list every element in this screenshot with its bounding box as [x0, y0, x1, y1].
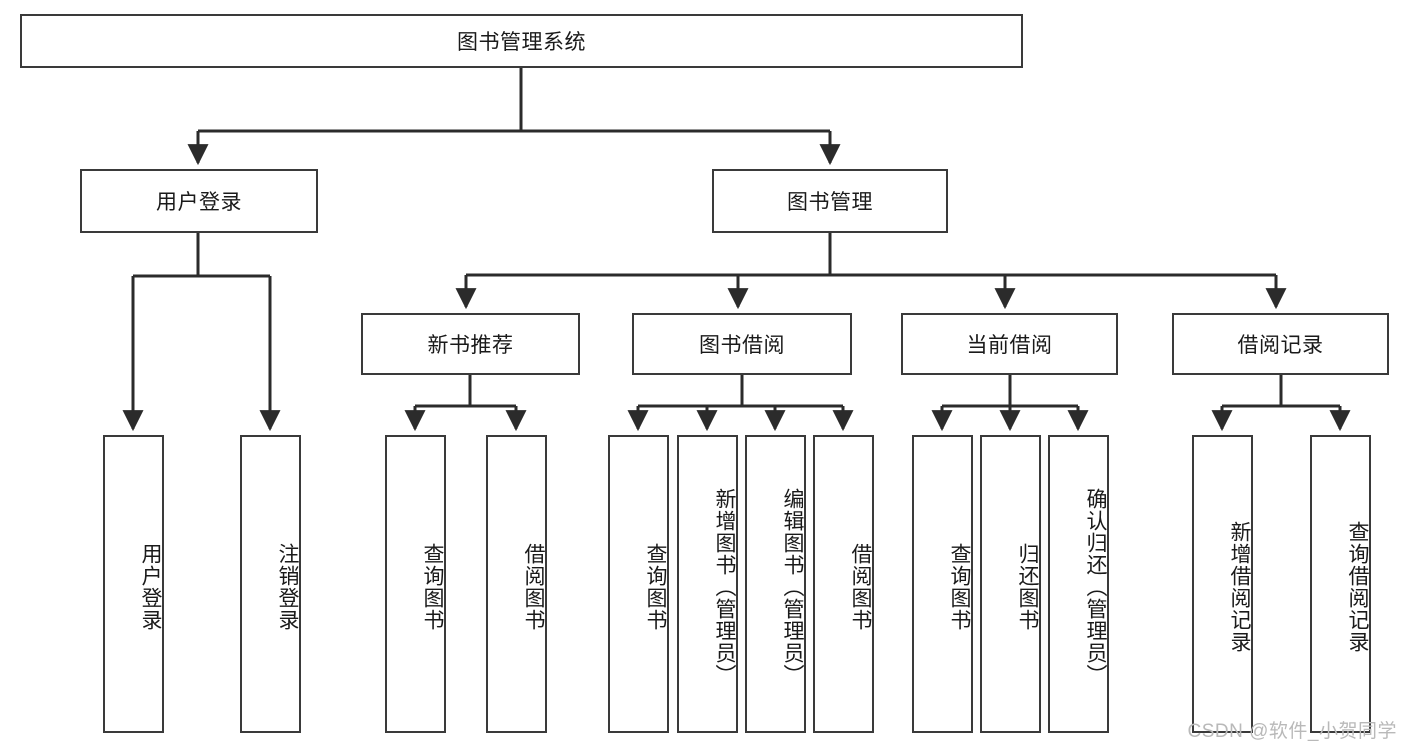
node-label: 查询借阅记录	[1346, 521, 1369, 653]
leaf-current-query-book[interactable]: 查询图书	[912, 435, 973, 733]
node-label: 图书管理	[787, 191, 873, 214]
leaf-current-confirm-return-admin[interactable]: 确认归还（管理员）	[1048, 435, 1109, 733]
node-label: 借阅图书	[522, 543, 545, 631]
node-label: 用户登录	[156, 191, 242, 214]
leaf-borrow-borrow-book[interactable]: 借阅图书	[813, 435, 874, 733]
leaf-user-login-logout[interactable]: 注销登录	[240, 435, 301, 733]
csdn-watermark: CSDN @软件_小贺同学	[1187, 721, 1397, 742]
node-label: 当前借阅	[966, 334, 1053, 357]
leaf-new-book-borrow[interactable]: 借阅图书	[486, 435, 547, 733]
leaf-record-add-record[interactable]: 新增借阅记录	[1192, 435, 1253, 733]
node-root-system[interactable]: 图书管理系统	[20, 14, 1023, 68]
node-label: 图书管理系统	[457, 31, 586, 54]
node-book-borrow[interactable]: 图书借阅	[632, 313, 852, 375]
node-label: 确认归还（管理员）	[1084, 488, 1107, 686]
node-label: 查询图书	[948, 543, 971, 631]
leaf-new-book-query[interactable]: 查询图书	[385, 435, 446, 733]
node-label: 借阅记录	[1237, 334, 1324, 357]
node-label: 新增图书（管理员）	[713, 488, 736, 686]
node-label: 归还图书	[1016, 543, 1039, 631]
node-label: 借阅图书	[849, 543, 872, 631]
node-label: 新增借阅记录	[1228, 521, 1251, 653]
node-borrow-record[interactable]: 借阅记录	[1172, 313, 1389, 375]
leaf-borrow-query-book[interactable]: 查询图书	[608, 435, 669, 733]
node-label: 查询图书	[421, 543, 444, 631]
node-label: 查询图书	[644, 543, 667, 631]
node-new-book-recommend[interactable]: 新书推荐	[361, 313, 580, 375]
leaf-user-login-login[interactable]: 用户登录	[103, 435, 164, 733]
node-user-login[interactable]: 用户登录	[80, 169, 318, 233]
node-label: 新书推荐	[427, 334, 514, 357]
node-label: 注销登录	[276, 543, 299, 631]
node-label: 用户登录	[139, 543, 162, 631]
leaf-current-return-book[interactable]: 归还图书	[980, 435, 1041, 733]
node-book-management[interactable]: 图书管理	[712, 169, 948, 233]
leaf-borrow-edit-book-admin[interactable]: 编辑图书（管理员）	[745, 435, 806, 733]
node-label: 编辑图书（管理员）	[781, 488, 804, 686]
node-current-borrow[interactable]: 当前借阅	[901, 313, 1118, 375]
node-label: 图书借阅	[699, 334, 785, 357]
leaf-borrow-add-book-admin[interactable]: 新增图书（管理员）	[677, 435, 738, 733]
leaf-record-query-record[interactable]: 查询借阅记录	[1310, 435, 1371, 733]
